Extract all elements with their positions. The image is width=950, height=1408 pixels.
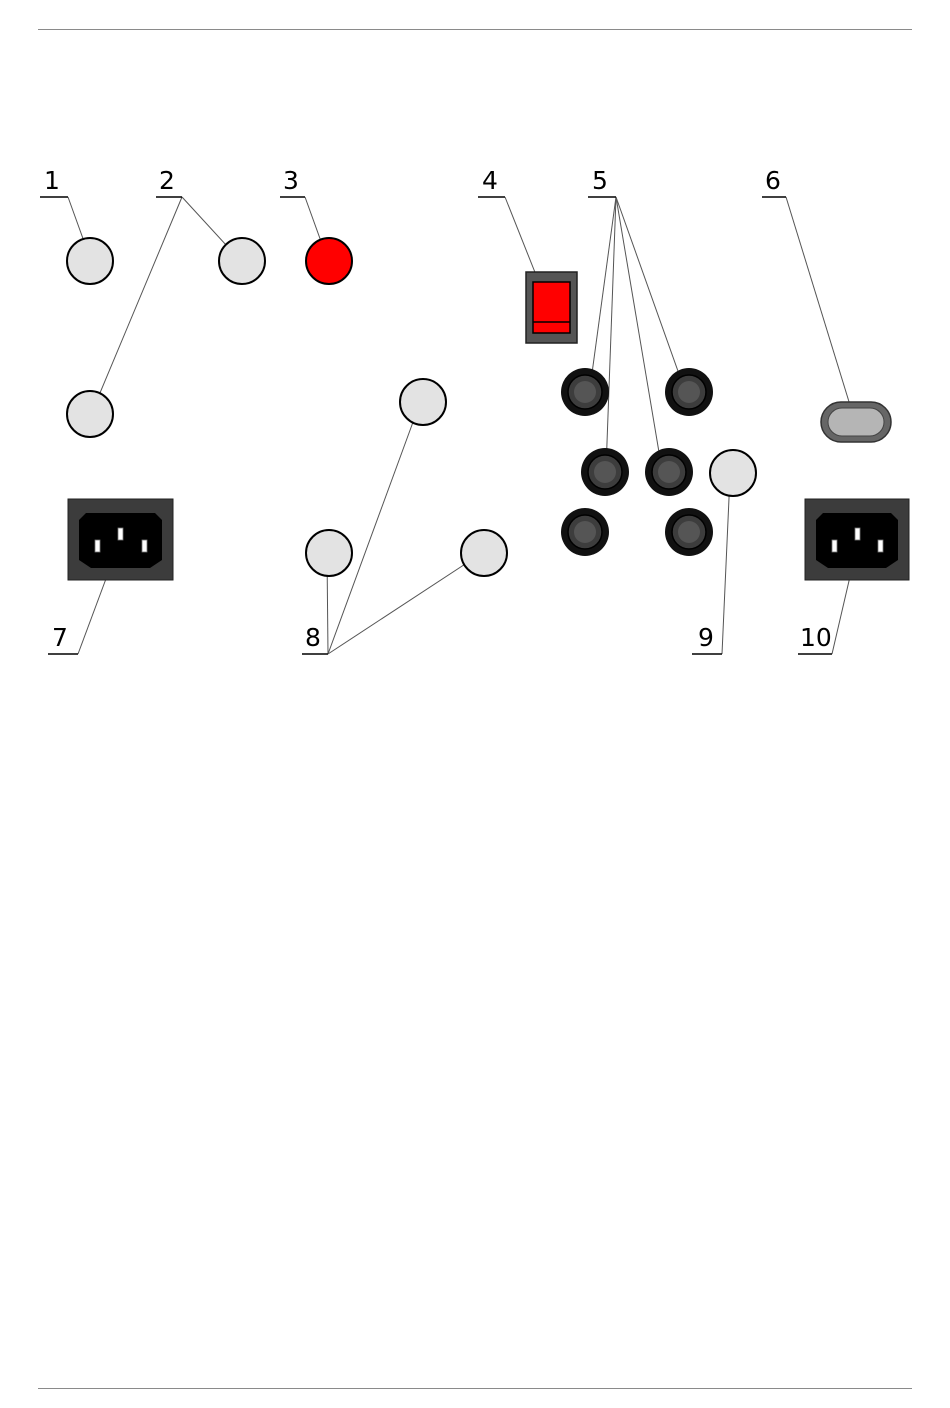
jack-5[interactable] [561, 508, 609, 556]
jack-3[interactable] [581, 448, 629, 496]
jack-1[interactable] [561, 368, 609, 416]
callout-3: 3 [283, 166, 299, 195]
knob-2a[interactable] [219, 238, 265, 284]
knob-8c[interactable] [461, 530, 507, 576]
knob-8a[interactable] [400, 379, 446, 425]
knob-2b[interactable] [67, 391, 113, 437]
callout-6: 6 [765, 166, 781, 195]
callout-1: 1 [44, 166, 60, 195]
red-indicator-lamp [306, 238, 352, 284]
callout-2: 2 [159, 166, 175, 195]
knob-1[interactable] [67, 238, 113, 284]
knob-8b[interactable] [306, 530, 352, 576]
jack-group [561, 368, 713, 556]
callout-10: 10 [800, 623, 832, 652]
jack-2[interactable] [665, 368, 713, 416]
jack-4[interactable] [645, 448, 693, 496]
callout-5: 5 [592, 166, 608, 195]
leader-lines [68, 197, 854, 654]
power-rocker-switch[interactable] [526, 272, 577, 343]
power-inlet-right[interactable] [805, 499, 909, 580]
callout-4: 4 [482, 166, 498, 195]
jack-6[interactable] [665, 508, 713, 556]
knob-9[interactable] [710, 450, 756, 496]
callout-7: 7 [52, 623, 68, 652]
callout-8: 8 [305, 623, 321, 652]
callout-underlines [40, 197, 832, 654]
fuse-holder[interactable] [821, 402, 891, 442]
power-inlet-left[interactable] [68, 499, 173, 580]
callout-9: 9 [698, 623, 714, 652]
